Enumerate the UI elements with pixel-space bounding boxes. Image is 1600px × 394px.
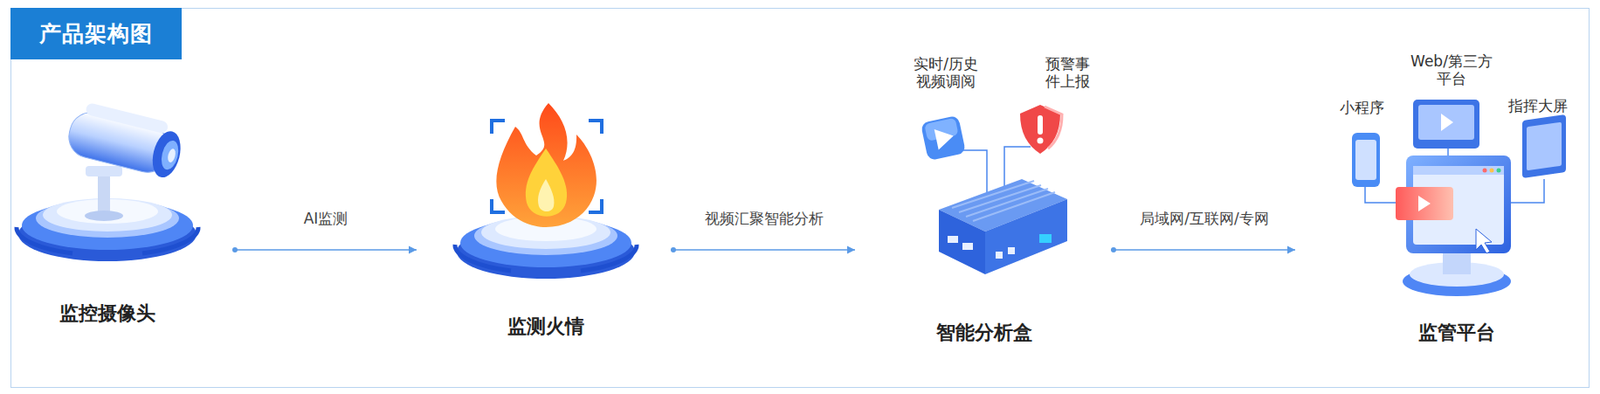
flow-arrow [234, 248, 417, 251]
edge-label: 视频汇聚智能分析 [702, 209, 827, 228]
line-dot [1110, 247, 1117, 253]
arrow-head [1287, 246, 1296, 255]
line-dot [232, 247, 238, 253]
component-node: 监管平台 [1298, 87, 1590, 350]
line-dot [670, 247, 676, 253]
icon-label: 实时/历史 视频调阅 [909, 55, 984, 91]
component-node: 智能分析盒 [858, 87, 1111, 350]
component-node: 监测火情 [420, 87, 670, 350]
outer-frame [10, 7, 1590, 388]
node-caption: 监测火情 [507, 314, 585, 339]
edge-label: AI监测 [301, 209, 352, 228]
icon-label: 指挥大屏 [1501, 96, 1576, 115]
arrow-head [408, 246, 417, 255]
node-caption: 智能分析盒 [936, 320, 1033, 345]
icon-label: Web/第三方 平台 [1405, 52, 1497, 89]
flow-arrow [1113, 248, 1296, 251]
title-banner: 产品架构图 [10, 7, 182, 60]
node-caption: 监控摄像头 [59, 301, 156, 326]
component-node: 监控摄像头 [17, 87, 232, 350]
icon-label: 预警事 件上报 [1042, 55, 1094, 91]
flow-arrow [673, 248, 856, 251]
node-caption: 监管平台 [1418, 320, 1496, 345]
icon-label: 小程序 [1331, 98, 1392, 117]
edge-label: 局域网/互联网/专网 [1137, 209, 1271, 228]
arrow-head [847, 246, 856, 255]
